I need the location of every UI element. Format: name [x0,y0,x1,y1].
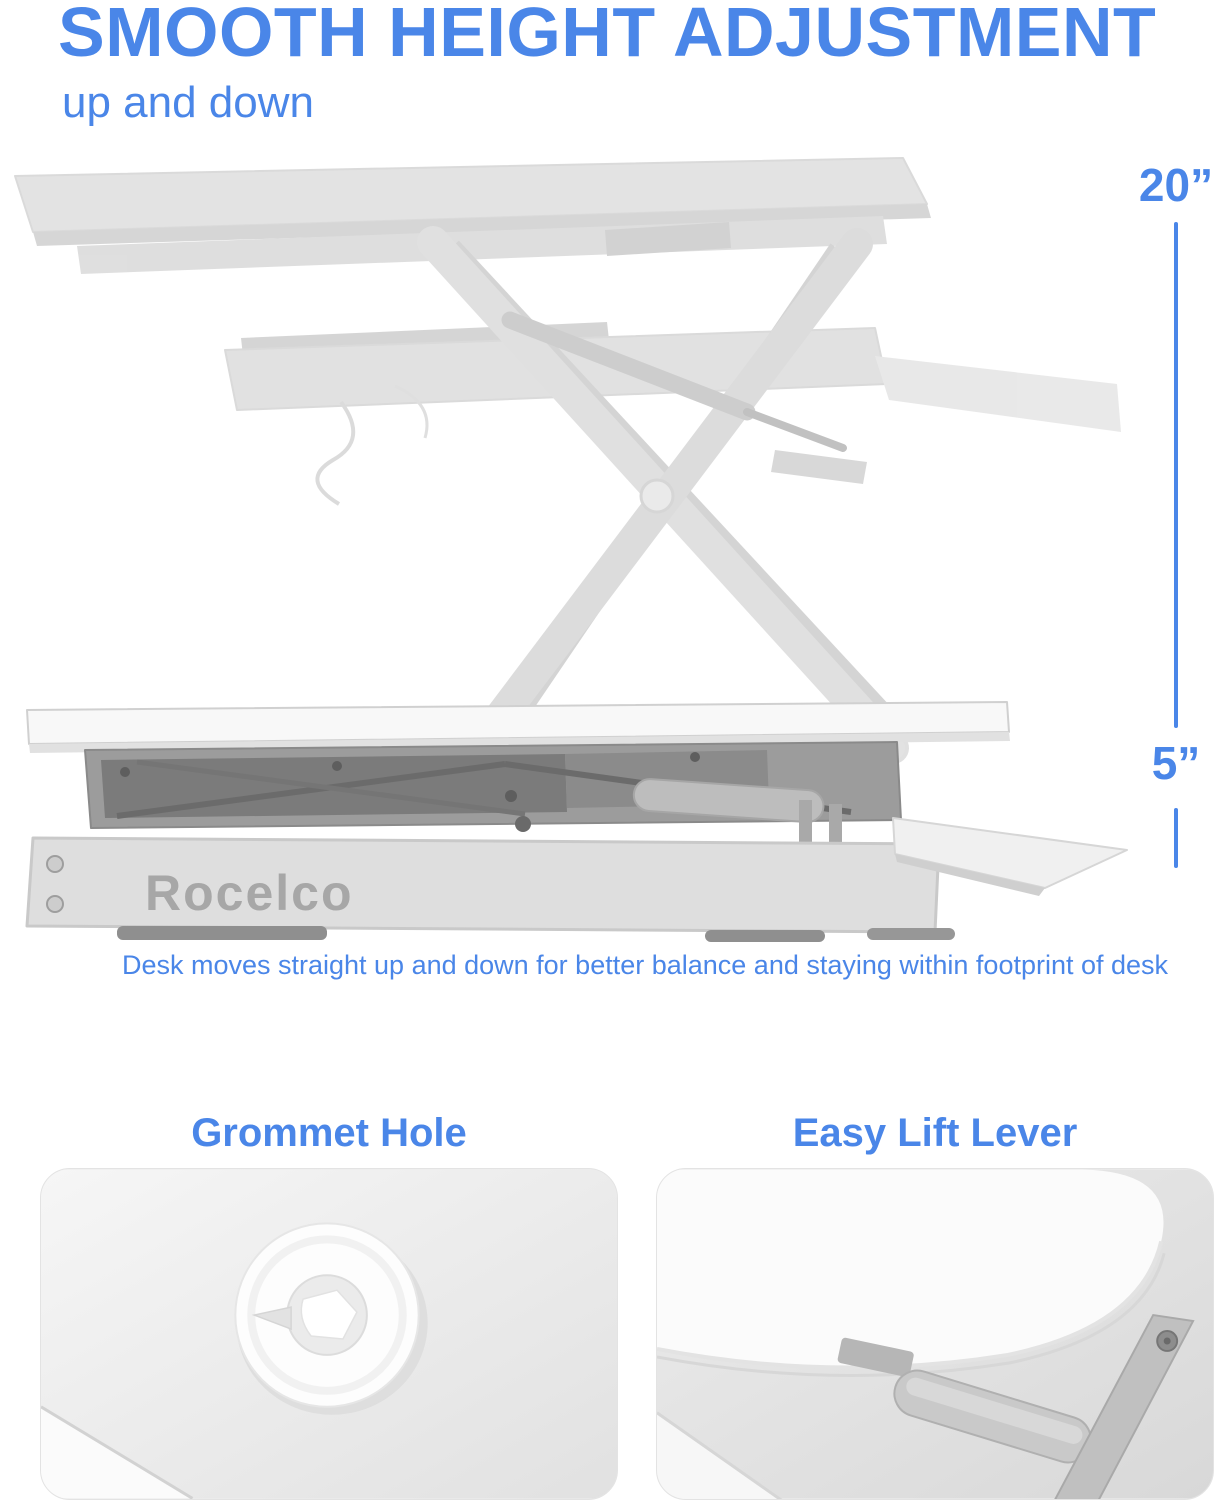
grommet-illustration [41,1169,617,1499]
base-feet [117,926,955,942]
brand-logo: Rocelco [145,865,354,921]
leg-strut [1054,1313,1195,1499]
lever-paddle [893,1369,1092,1464]
feature-title-lever: Easy Lift Lever [792,1111,1078,1155]
page-title: SMOOTH HEIGHT ADJUSTMENT [58,0,1157,71]
page-subtitle: up and down [62,78,314,127]
feature-easy-lift-lever: Easy Lift Lever [656,1112,1214,1500]
desk-riser-illustration: Rocelco [14,157,1128,942]
base-frame: Rocelco [25,836,941,934]
lowered-desk: Rocelco [25,701,1128,942]
lever-illustration [657,1169,1213,1499]
easy-lift-lever-photo [656,1168,1214,1500]
lowered-height-line [1174,808,1178,868]
lift-lever [632,778,825,824]
grommet-hole-photo [40,1168,618,1500]
hero-caption: Desk moves straight up and down for bett… [121,950,1169,980]
raised-height-line [1174,222,1178,728]
collapsed-mechanism [84,741,902,850]
keyboard-tray-lowered [892,817,1128,896]
raised-height-label: 20” [1138,159,1214,211]
feature-grommet-hole: Grommet Hole [40,1112,618,1500]
gas-spring-ghost [501,311,847,452]
lowered-height-label: 5” [1151,737,1201,789]
feature-title-grommet: Grommet Hole [191,1111,467,1155]
height-measurements: 20” 5” [1136,162,1216,892]
raised-desk-ghost [14,157,1121,764]
